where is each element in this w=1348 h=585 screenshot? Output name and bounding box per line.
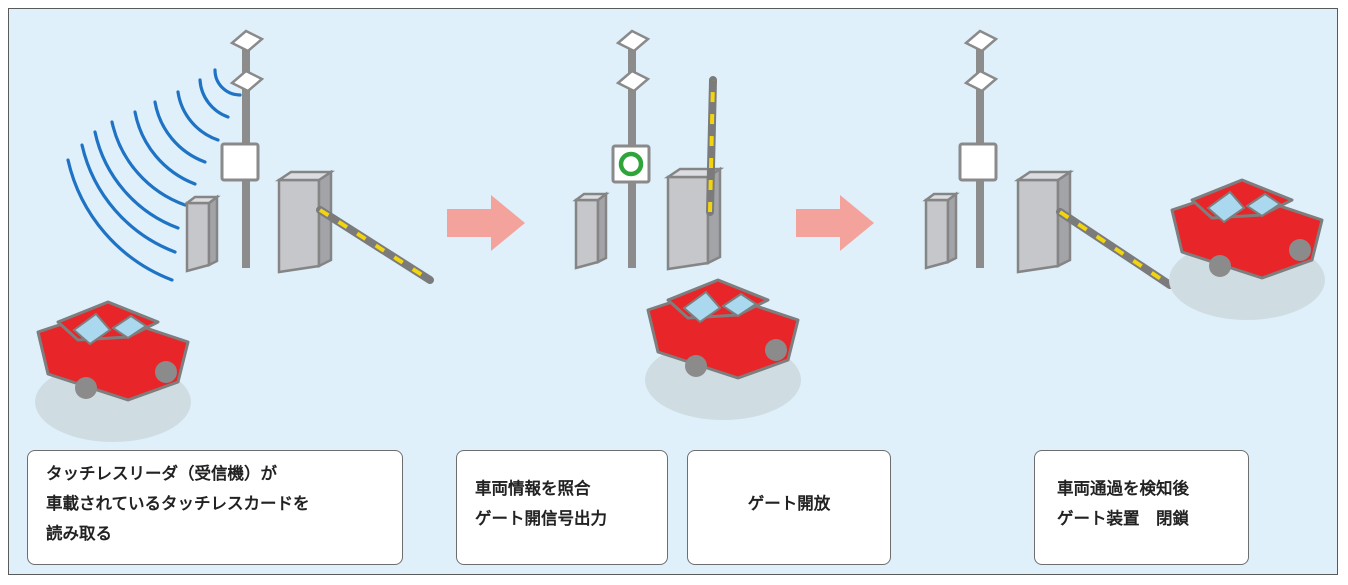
gate-housing-icon bbox=[277, 170, 333, 274]
reader-box-ok-icon bbox=[611, 144, 651, 184]
step4-line2: ゲート装置 閉鎖 bbox=[1057, 509, 1189, 528]
step-arrow-icon bbox=[447, 195, 525, 251]
step2-line1: 車両情報を照合 bbox=[475, 479, 591, 498]
step2-caption: 車両情報を照合 ゲート開信号出力 bbox=[456, 450, 668, 565]
car-icon bbox=[643, 278, 803, 422]
gate-housing-icon bbox=[1016, 170, 1072, 274]
step4-line1: 車両通過を検知後 bbox=[1057, 479, 1189, 498]
ticket-post-icon bbox=[185, 195, 219, 273]
signal-waves-icon bbox=[66, 68, 242, 282]
step-arrow-icon bbox=[796, 195, 874, 251]
ticket-post-icon bbox=[574, 192, 608, 270]
step2-line2: ゲート開信号出力 bbox=[475, 509, 607, 528]
car-icon bbox=[1167, 178, 1327, 322]
step3-line1: ゲート開放 bbox=[747, 494, 831, 513]
gate-bar-closed-icon bbox=[1056, 208, 1174, 289]
step1-line3: 読み取る bbox=[46, 524, 112, 543]
step1-line1: タッチレスリーダ（受信機）が bbox=[46, 464, 277, 483]
reader-box-icon bbox=[220, 142, 260, 182]
reader-box-icon bbox=[958, 142, 998, 182]
gate-bar-closed-icon bbox=[316, 206, 434, 284]
gate-bar-open-icon bbox=[706, 76, 717, 216]
step4-caption: 車両通過を検知後 ゲート装置 閉鎖 bbox=[1034, 450, 1249, 565]
step1-line2: 車載されているタッチレスカードを bbox=[46, 494, 310, 513]
step3-caption: ゲート開放 bbox=[687, 450, 891, 565]
car-icon bbox=[33, 300, 193, 444]
step1-caption: タッチレスリーダ（受信機）が 車載されているタッチレスカードを 読み取る bbox=[27, 450, 403, 565]
ticket-post-icon bbox=[924, 192, 958, 270]
